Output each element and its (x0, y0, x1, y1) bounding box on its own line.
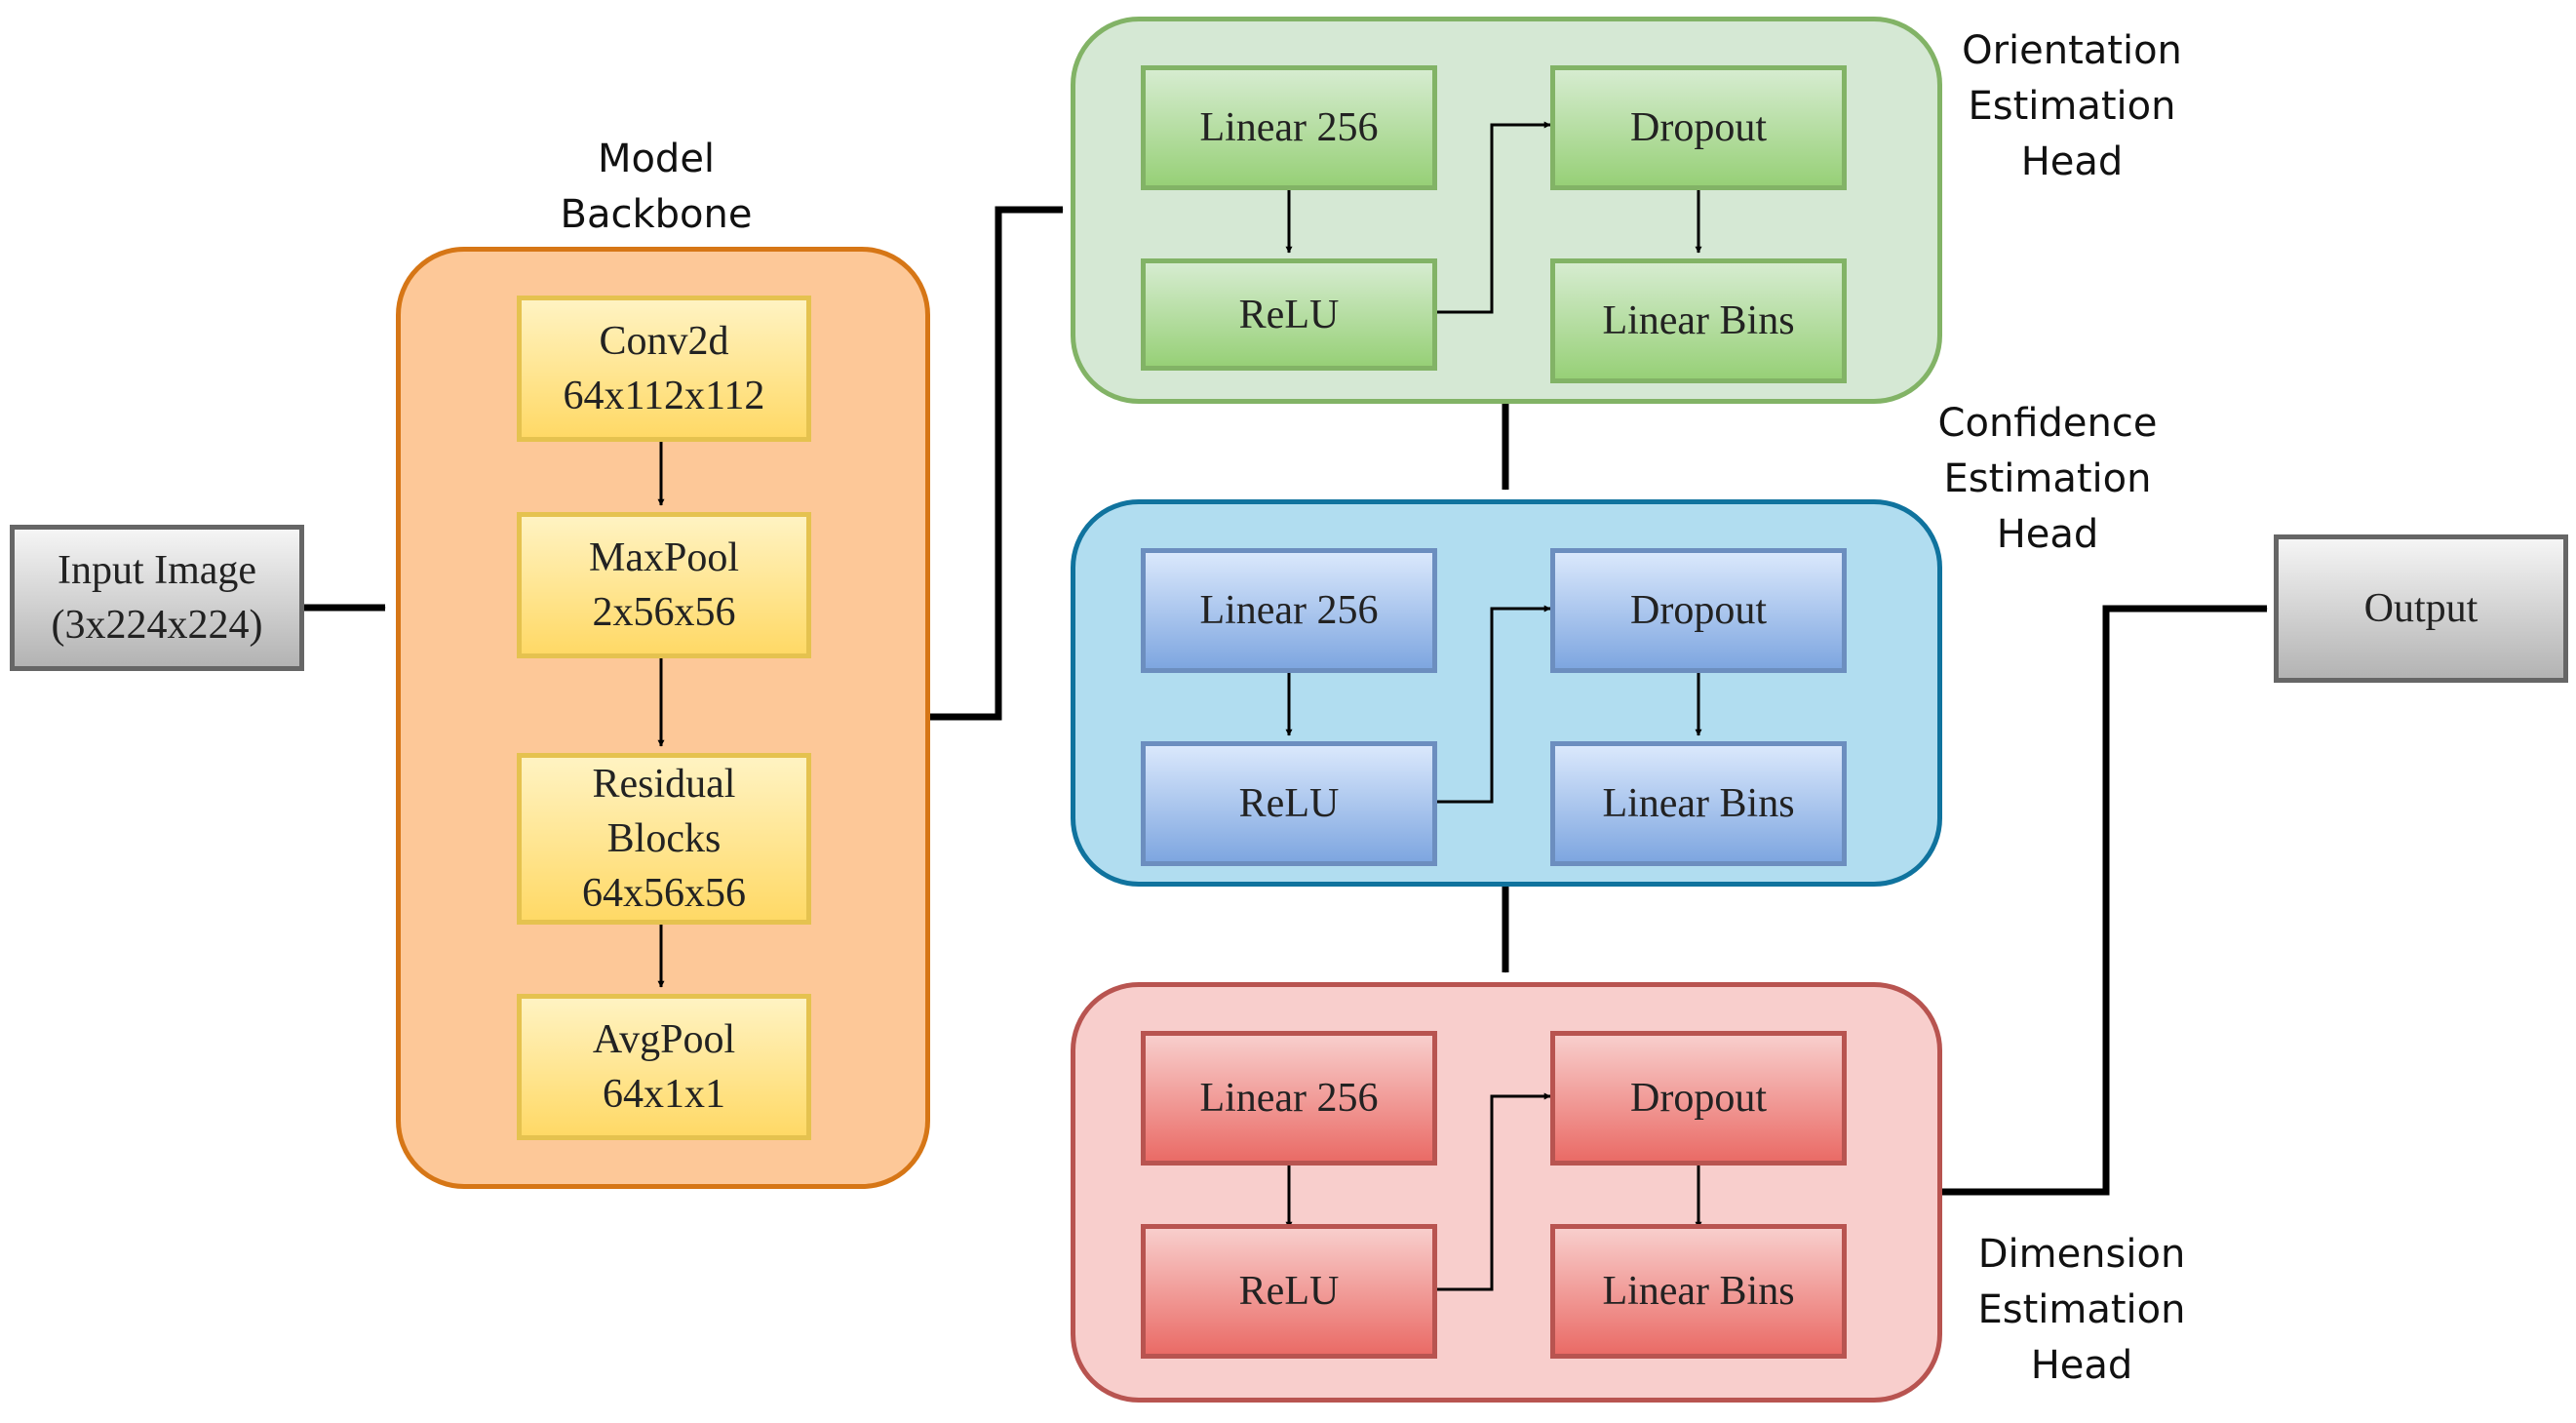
input-image-label: Input Image (57, 548, 257, 593)
confidence-linear-256: Linear 256 (1141, 548, 1437, 673)
orientation-dropout: Dropout (1550, 65, 1847, 190)
maxpool-block: MaxPool 2x56x56 (517, 512, 811, 658)
arrow-dim-relu-to-dropout (1437, 1092, 1551, 1291)
orientation-relu: ReLU (1141, 258, 1437, 371)
dimension-linear-bins: Linear Bins (1550, 1224, 1847, 1359)
model-backbone-label: Model Backbone (534, 132, 778, 243)
output-node: Output (2274, 534, 2568, 683)
dimension-head-label: Dimension Estimation Head (1950, 1227, 2213, 1394)
dimension-relu: ReLU (1141, 1224, 1437, 1359)
confidence-head-label: Confidence Estimation Head (1896, 396, 2199, 563)
orientation-linear-bins: Linear Bins (1550, 258, 1847, 383)
avgpool-block: AvgPool 64x1x1 (517, 994, 811, 1140)
orientation-linear-256: Linear 256 (1141, 65, 1437, 190)
input-image-shape: (3x224x224) (51, 603, 263, 648)
conv2d-block: Conv2d 64x112x112 (517, 296, 811, 442)
residual-blocks-block: Residual Blocks 64x56x56 (517, 753, 811, 925)
confidence-dropout: Dropout (1550, 548, 1847, 673)
orientation-head-label: Orientation Estimation Head (1921, 23, 2223, 190)
arrow-conf-relu-to-dropout (1437, 605, 1551, 804)
confidence-linear-bins: Linear Bins (1550, 741, 1847, 866)
dimension-dropout: Dropout (1550, 1031, 1847, 1166)
arrow-dimension-to-output (1942, 605, 2268, 1196)
input-image-node: Input Image (3x224x224) (10, 525, 304, 671)
arrow-backbone-to-orientation (930, 206, 1064, 721)
confidence-relu: ReLU (1141, 741, 1437, 866)
dimension-linear-256: Linear 256 (1141, 1031, 1437, 1166)
arrow-orient-relu-to-dropout (1437, 121, 1551, 314)
